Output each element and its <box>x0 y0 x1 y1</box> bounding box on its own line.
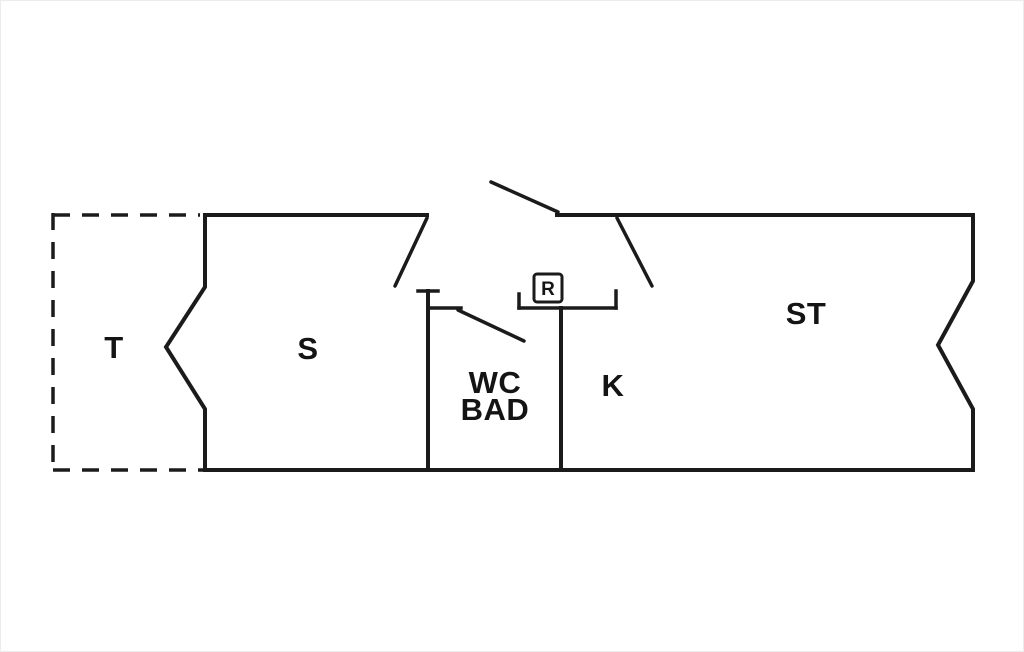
room-label-terrace: T <box>104 330 123 365</box>
r-symbol: R <box>532 272 564 304</box>
terrace-dashed-outline <box>51 213 205 472</box>
door-swings <box>393 180 654 343</box>
room-label-kitchen: K <box>602 368 625 403</box>
exterior-walls <box>163 213 975 472</box>
room-label-bad: BAD <box>461 392 530 427</box>
room-label-wc: WC <box>469 365 522 400</box>
wall-left-with-window-zigzag <box>163 213 207 472</box>
room-labels: T S WC BAD K ST <box>104 296 826 427</box>
door-leaf-into-st <box>615 216 654 288</box>
door-leaf-into-wc <box>456 308 526 343</box>
door-leaf-into-s <box>393 216 429 288</box>
door-leaf-entrance-outside <box>489 180 560 214</box>
r-symbol-box <box>532 272 564 304</box>
r-symbol-label: R <box>541 279 555 300</box>
room-label-living: S <box>297 331 318 366</box>
room-label-bedroom: ST <box>786 296 827 331</box>
wall-right-with-window-zigzag <box>935 213 975 472</box>
interior-walls <box>416 289 618 472</box>
